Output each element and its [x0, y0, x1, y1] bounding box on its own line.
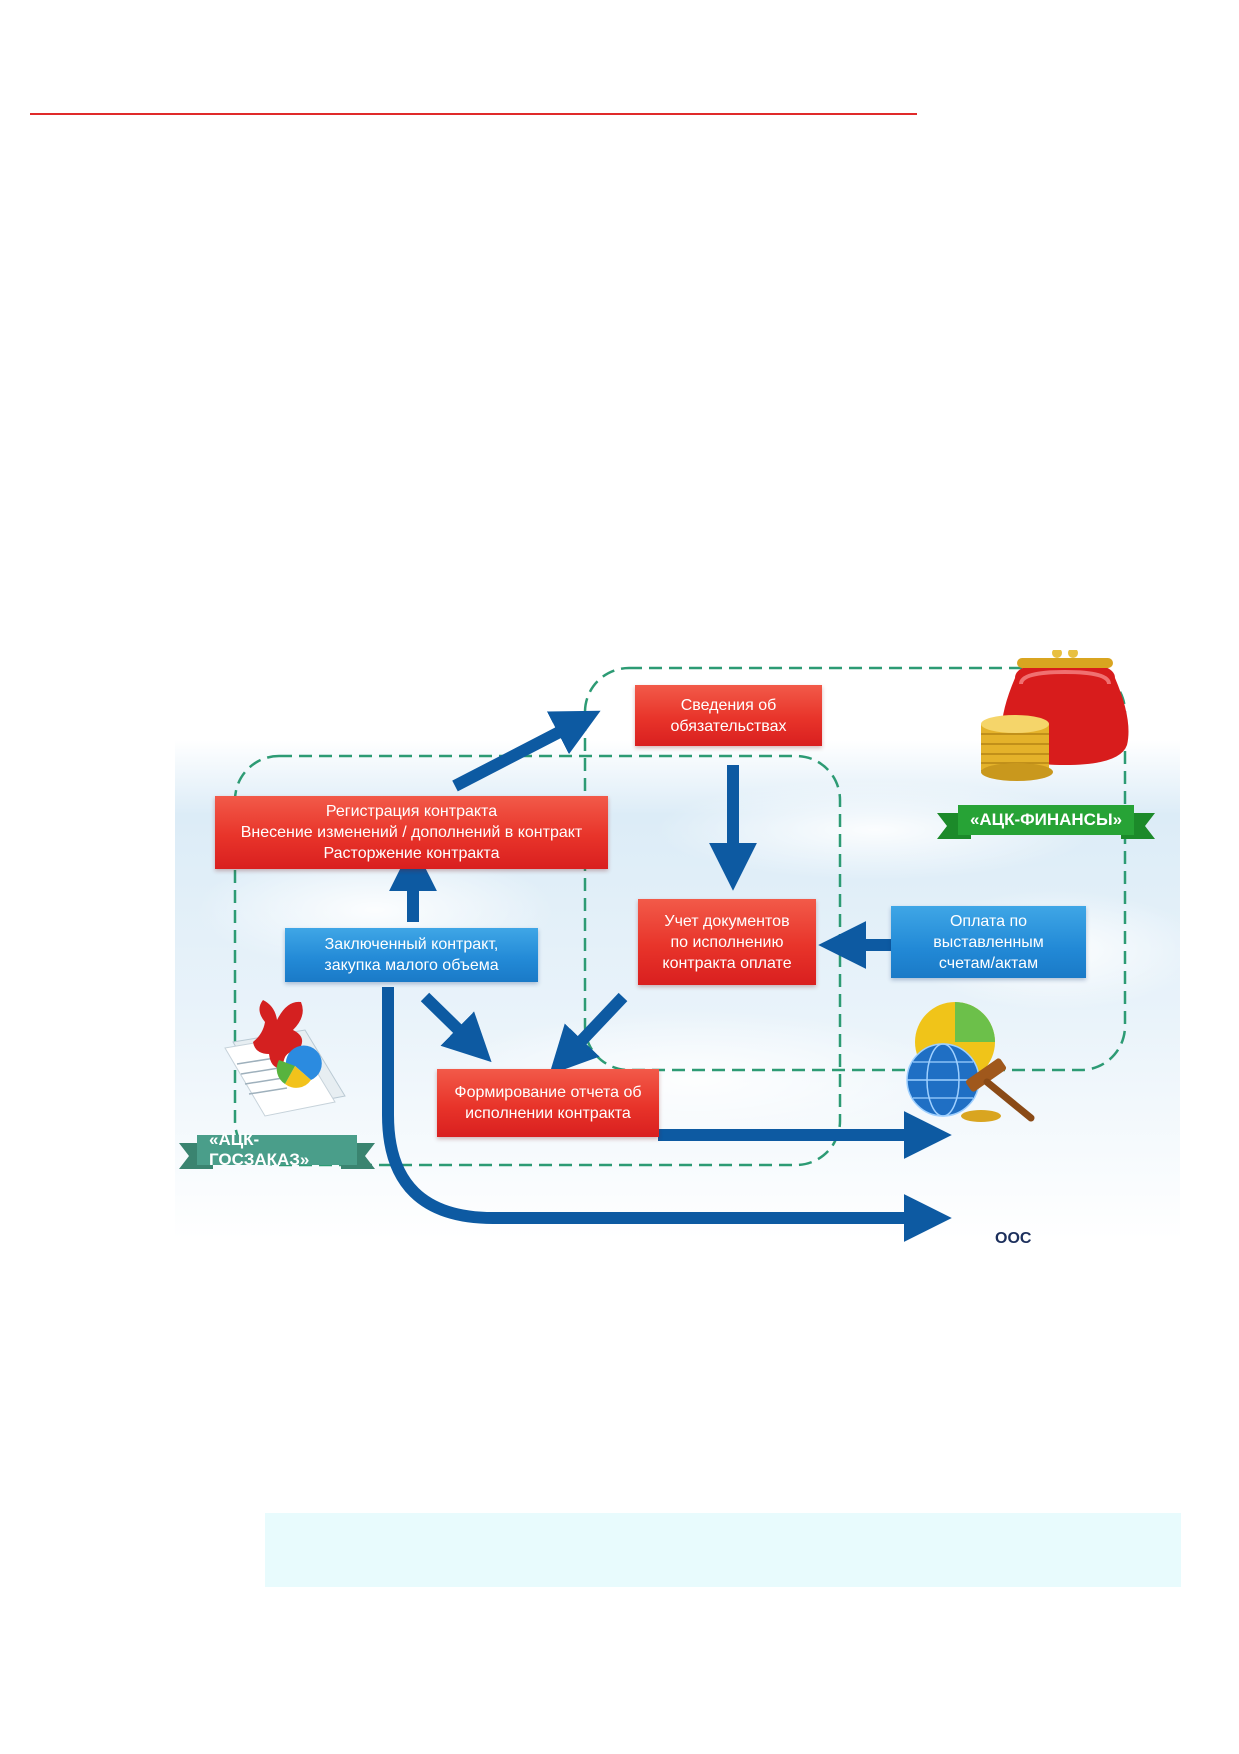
process-diagram: Сведения об обязательствах Регистрация к…: [175, 650, 1180, 1260]
globe-gavel-icon: [906, 1002, 1035, 1122]
arrow-concluded-to-report: [420, 992, 492, 1063]
obligations-box: Сведения об обязательствах: [635, 685, 822, 746]
note-bar: [265, 1513, 1181, 1587]
coins-icon: [981, 715, 1053, 781]
coat-of-arms-document-icon: [224, 1000, 346, 1117]
payment-box: Оплата по выставленным счетам/актам: [891, 906, 1086, 978]
arrow-documents-to-report: [549, 992, 628, 1075]
concluded-contract-box: Заключенный контракт, закупка малого объ…: [285, 928, 538, 982]
documents-box: Учет документов по исполнению контракта …: [638, 899, 816, 985]
finance-label: «АЦК-ФИНАНСЫ»: [957, 805, 1135, 835]
arrow-concluded-to-ooc: [382, 987, 952, 1242]
header-rule: [30, 113, 917, 115]
report-box: Формирование отчета об исполнении контра…: [437, 1069, 659, 1137]
registration-box: Регистрация контракта Внесение изменений…: [215, 796, 608, 869]
goszakaz-ribbon: «АЦК-ГОСЗАКАЗ»: [179, 1130, 375, 1169]
goszakaz-label: «АЦК-ГОСЗАКАЗ»: [197, 1130, 357, 1169]
arrow-registration-to-obligations: [452, 710, 601, 792]
finance-region: [583, 666, 1127, 1072]
ooc-label: ООС: [995, 1230, 1032, 1247]
finance-ribbon: «АЦК-ФИНАНСЫ»: [937, 805, 1155, 839]
